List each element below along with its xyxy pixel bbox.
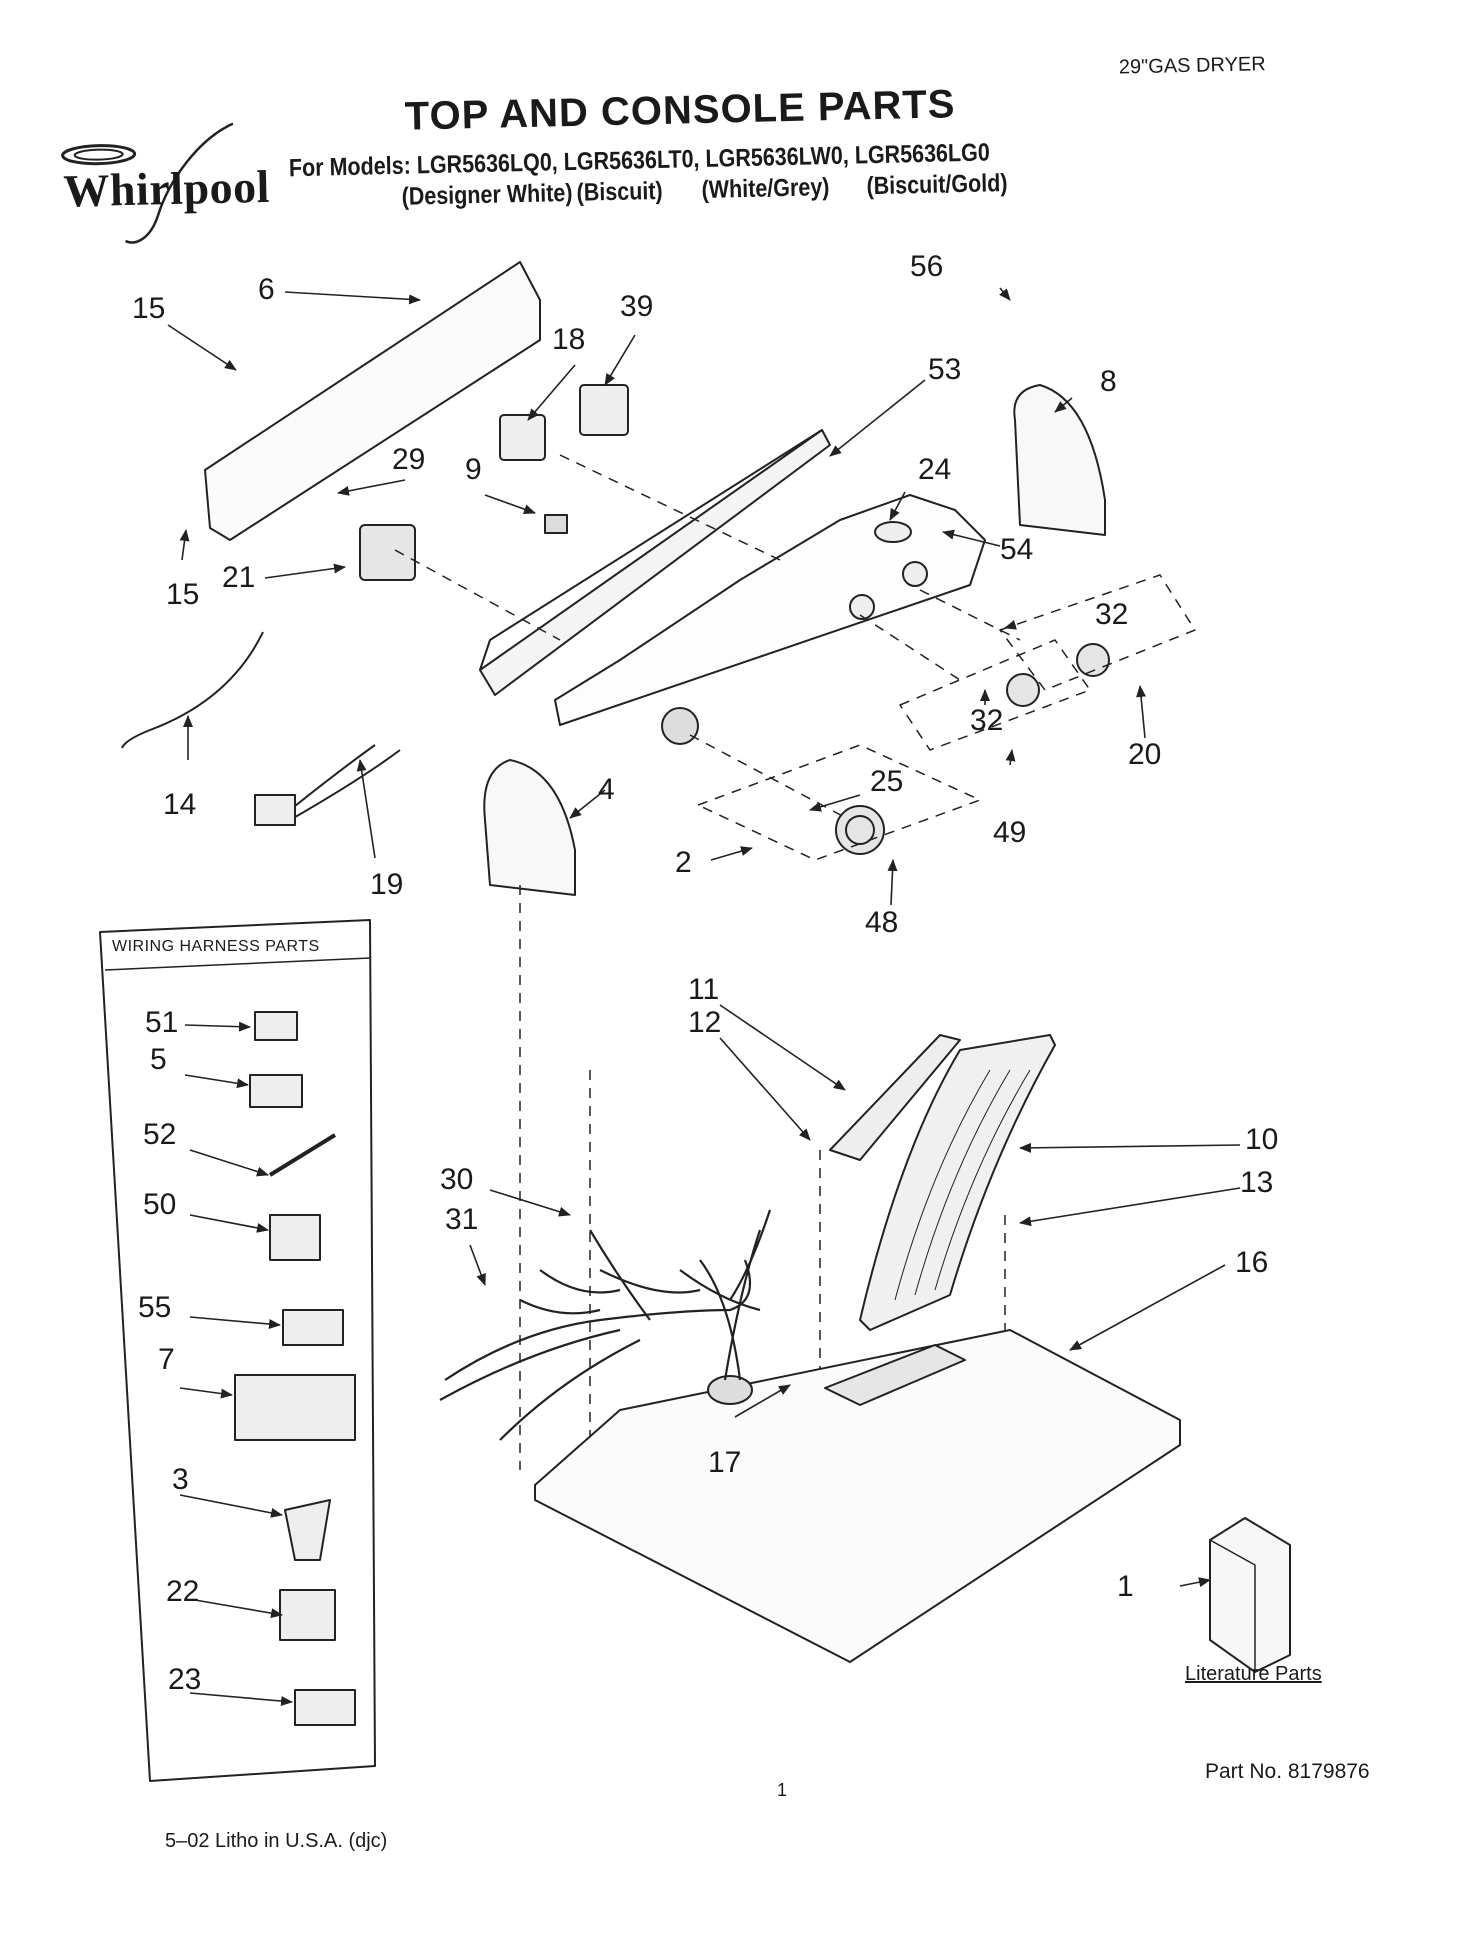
callout-15-bottom: 15 [166,578,200,611]
literature-parts-label: Literature Parts [1185,1663,1322,1685]
callout-6: 6 [258,273,275,306]
callout-49: 49 [993,816,1027,849]
callout-2: 2 [675,846,692,879]
callout-15-top: 15 [132,292,166,325]
page-number: 1 [777,1780,788,1800]
wiring-box-title: WIRING HARNESS PARTS [112,938,320,955]
callout-32-right: 32 [1095,598,1129,631]
callout-21: 21 [222,561,256,594]
callout-11: 11 [688,973,720,1006]
top-panel-part [534,1329,1181,1663]
callout-12: 12 [688,1006,722,1039]
callout-50: 50 [143,1188,177,1221]
callout-39: 39 [620,290,654,323]
callout-7: 7 [158,1343,175,1376]
callout-1: 1 [1117,1570,1134,1603]
callout-51: 51 [145,1006,179,1039]
callout-31: 31 [445,1203,479,1236]
callout-9: 9 [465,453,482,486]
rear-panel-part [204,261,541,541]
callout-3: 3 [172,1463,189,1496]
callout-22: 22 [166,1575,200,1608]
callout-16: 16 [1235,1246,1269,1279]
callout-25: 25 [870,765,904,798]
callout-5: 5 [150,1043,167,1076]
callout-23: 23 [168,1663,202,1696]
litho-note: 5–02 Litho in U.S.A. (djc) [165,1830,388,1852]
callout-30: 30 [440,1163,474,1196]
callout-29: 29 [392,443,426,476]
callout-32-left: 32 [970,704,1004,737]
callout-56: 56 [910,250,944,283]
callout-48: 48 [865,906,899,939]
callout-54: 54 [1000,533,1034,566]
callout-55: 55 [138,1291,172,1324]
part-number: Part No. 8179876 [1205,1760,1370,1783]
header: Whirlpool TOP AND CONSOLE PARTS 29"GAS D… [0,0,1460,276]
control-panel-part [479,429,831,696]
callout-52: 52 [143,1118,177,1151]
whirlpool-logo-swirl [61,122,234,244]
lint-screen-part [859,1034,1056,1331]
wiring-harness-box [99,919,376,1782]
end-cap-right-part [1013,384,1106,536]
callout-17: 17 [708,1446,742,1479]
callout-20: 20 [1128,738,1162,771]
callout-19: 19 [370,868,404,901]
console-part [554,494,986,726]
end-cap-left-part [483,759,576,896]
callout-8: 8 [1100,365,1117,398]
callout-13: 13 [1240,1166,1274,1199]
timer-knob-part [835,805,885,855]
callout-10: 10 [1245,1123,1279,1156]
callout-14: 14 [163,788,197,821]
callout-18: 18 [552,323,586,356]
callout-53: 53 [928,353,962,386]
literature-part [1209,1517,1291,1673]
callout-4: 4 [598,773,615,806]
lint-cover-part [829,1034,961,1161]
callout-24: 24 [918,453,952,486]
